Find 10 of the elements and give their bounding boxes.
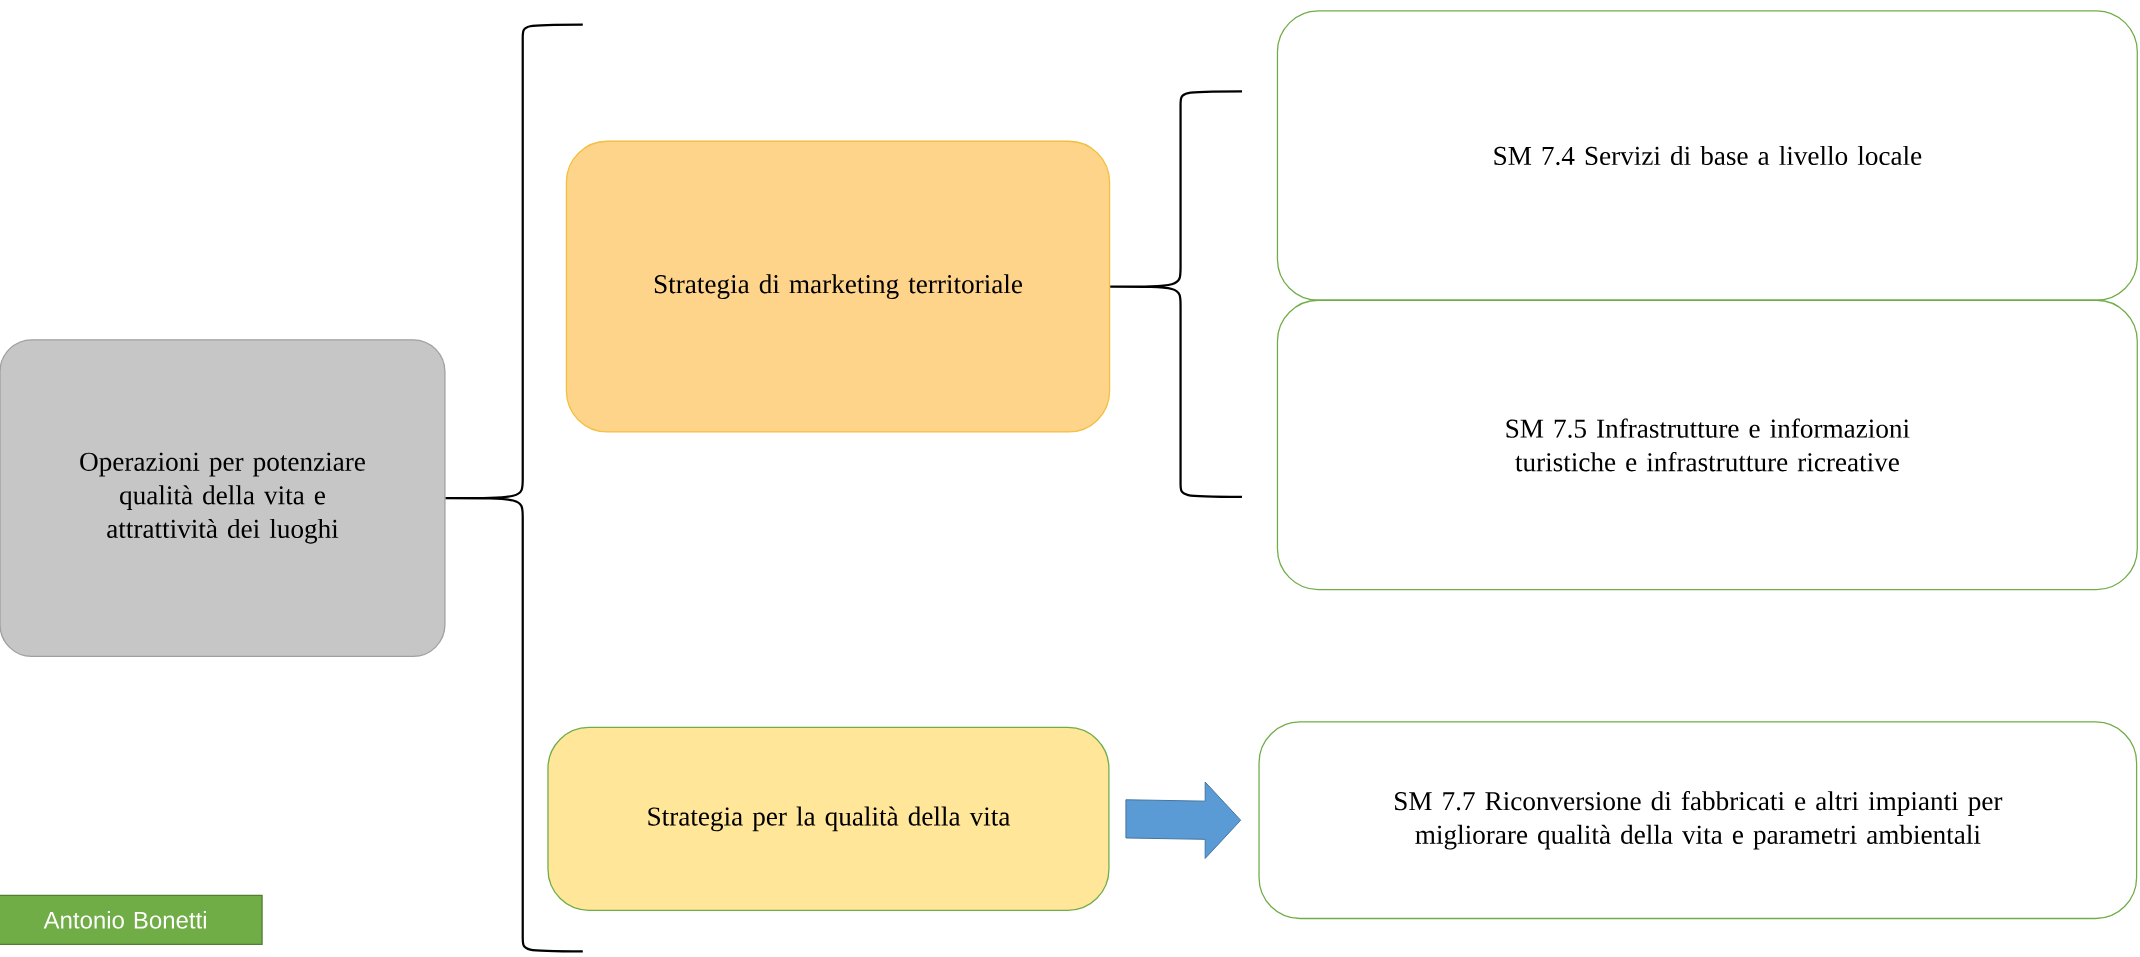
measure-box: SM 7.7 Riconversione di fabbricati e altri impianti per migliorare qualità della vita e parametri ambientali — [1258, 721, 2138, 920]
strategy-box: Strategia per la qualità della vita — [547, 726, 1110, 912]
author-tag: Antonio Bonetti — [0, 894, 263, 946]
strategy-box: Strategia di marketing territoriale — [565, 140, 1111, 433]
brace — [444, 23, 584, 953]
measure-box: SM 7.4 Servizi di base a livello locale — [1276, 10, 2138, 302]
block-arrow — [1125, 781, 1242, 860]
process-box: Operazioni per potenziare qualità della vita e attrattività dei luoghi — [0, 339, 446, 658]
measure-box: SM 7.5 Infrastrutture e informazioni turistiche e infrastrutture ricreative — [1276, 299, 2138, 591]
brace — [1109, 90, 1244, 499]
